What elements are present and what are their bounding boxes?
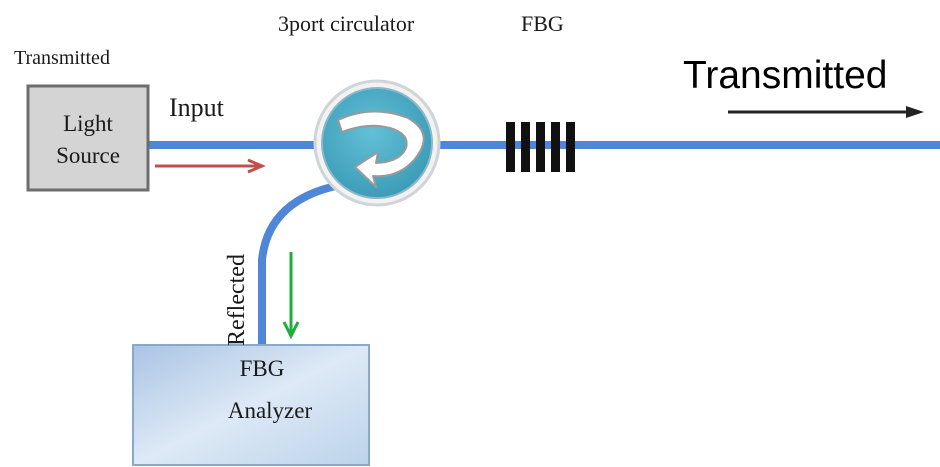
circulator-arrow-icon [337,110,425,188]
reflected-fiber [258,181,341,345]
transmitted-output-label: Transmitted [683,54,887,97]
fiber-lines [148,141,940,345]
input-arrow [155,158,266,174]
circulator [313,79,441,207]
transmitted-arrow [728,106,924,118]
analyzer-label-line2: Analyzer [228,398,313,423]
fbg-label: FBG [521,11,564,36]
reflected-arrow [282,252,300,340]
light-source-box: Light Source [26,84,150,192]
analyzer-label-line1: FBG [240,356,285,381]
input-label: Input [169,93,225,122]
top-left-transmitted-label: Transmitted [14,47,110,69]
light-source-label-line2: Source [56,143,120,168]
fbg-grating [506,122,575,172]
reflected-label: Reflected [224,254,250,346]
circulator-label: 3port circulator [278,11,415,36]
fbg-analyzer-box: FBG Analyzer [132,344,370,466]
light-source-label-line1: Light [63,111,113,136]
